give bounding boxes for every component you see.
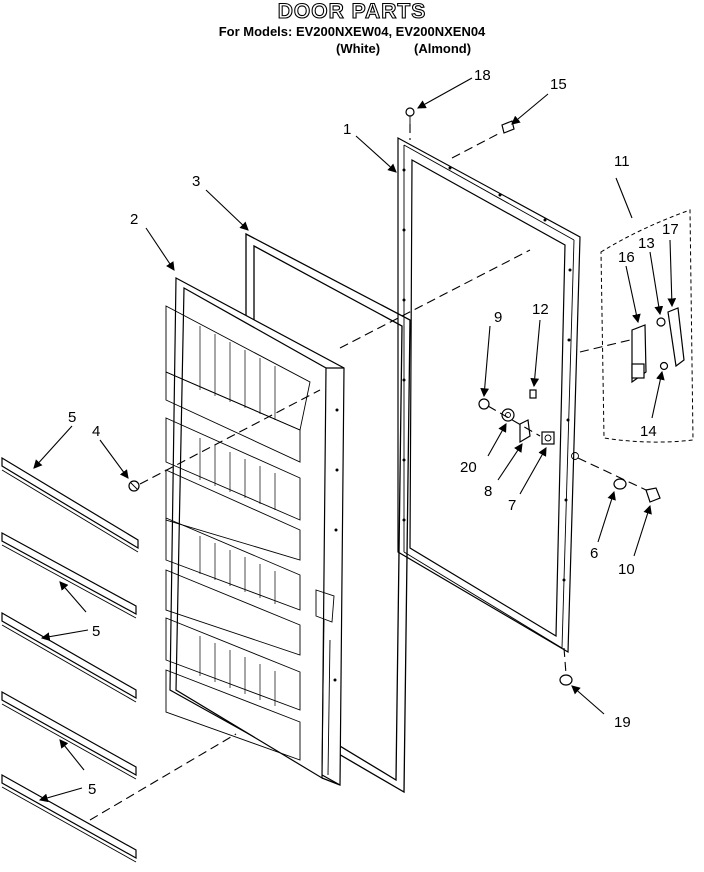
diagram-title: DOOR PARTS — [277, 0, 427, 24]
screw-4 — [128, 480, 140, 492]
hinge-hardware — [478, 398, 555, 445]
plug-15 — [501, 120, 515, 134]
callout-7: 7 — [508, 497, 516, 514]
door-rails — [1, 456, 139, 863]
callout-5c: 5 — [88, 781, 96, 798]
alignment-lines — [89, 124, 647, 821]
callout-10: 10 — [618, 561, 635, 578]
callout-16: 16 — [618, 249, 635, 266]
callout-20: 20 — [460, 459, 477, 476]
bracket-12 — [529, 389, 537, 399]
finish-almond-label: (Almond) — [414, 41, 472, 56]
callout-5a: 5 — [68, 409, 76, 426]
callout-5b: 5 — [92, 623, 100, 640]
callout-1: 1 — [343, 121, 351, 138]
callout-15: 15 — [550, 76, 567, 93]
models-line: For Models: EV200NXEW04, EV200NXEN04 — [218, 24, 486, 39]
callout-11: 11 — [614, 153, 630, 170]
callout-17: 17 — [662, 221, 679, 238]
callout-labels: 1 2 3 4 5 5 5 6 7 8 9 10 11 12 13 14 15 … — [68, 67, 679, 798]
callout-3: 3 — [192, 173, 200, 190]
callout-13: 13 — [638, 235, 655, 252]
screw-18 — [405, 107, 415, 124]
callout-6: 6 — [590, 545, 598, 562]
callout-14: 14 — [640, 423, 657, 440]
outer-door-panel — [397, 136, 581, 654]
callout-19: 19 — [614, 714, 631, 731]
bushing-and-cap — [613, 478, 661, 503]
callout-12: 12 — [532, 301, 549, 318]
hinge-kit — [600, 209, 694, 443]
callout-2: 2 — [130, 211, 138, 228]
plug-19 — [559, 674, 573, 686]
leader-lines — [33, 77, 677, 803]
door-liner — [165, 277, 345, 787]
callout-9: 9 — [494, 309, 502, 326]
finish-white-label: (White) — [336, 41, 381, 56]
callout-4: 4 — [92, 423, 100, 440]
callout-18: 18 — [474, 67, 491, 84]
callout-8: 8 — [484, 483, 492, 500]
